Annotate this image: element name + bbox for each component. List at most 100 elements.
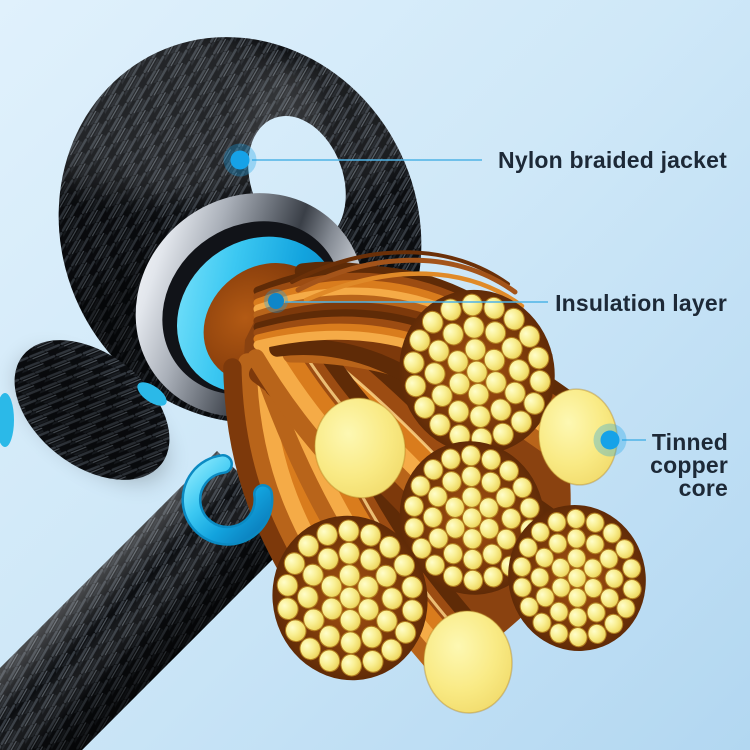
copper-strand	[548, 533, 568, 554]
copper-strand	[297, 585, 319, 609]
copper-strand	[615, 539, 635, 560]
copper-strand	[461, 486, 482, 508]
copper-strand	[421, 310, 444, 334]
copper-strand	[423, 459, 444, 481]
copper-strand	[461, 507, 483, 529]
copper-strand	[483, 566, 504, 588]
copper-strand	[530, 522, 550, 543]
copper-strand	[338, 541, 360, 565]
stranded-copper-core-bundle	[508, 505, 646, 651]
copper-strand	[482, 543, 503, 565]
copper-strand	[549, 601, 569, 622]
copper-strand	[422, 506, 443, 529]
copper-strand	[530, 567, 550, 588]
copper-strand	[297, 534, 320, 558]
copper-strand	[445, 517, 466, 539]
label-tinned-line-2: copper	[650, 452, 728, 478]
copper-strand	[381, 587, 403, 611]
copper-strand	[462, 548, 483, 571]
copper-strand	[376, 609, 398, 633]
copper-strand	[425, 554, 446, 576]
copper-strand	[447, 350, 469, 373]
copper-strand	[567, 587, 587, 608]
copper-strand	[413, 396, 436, 419]
copper-strand	[602, 523, 622, 544]
copper-strand	[566, 508, 586, 529]
copper-strand	[379, 535, 401, 559]
copper-strand	[519, 497, 540, 519]
copper-strand	[587, 623, 607, 644]
copper-strand	[518, 325, 541, 348]
callout-dot-icon	[230, 150, 250, 170]
copper-strand	[461, 465, 482, 488]
copper-strand	[460, 445, 481, 467]
copper-strand	[393, 553, 415, 577]
copper-strand	[338, 564, 361, 588]
copper-strand	[599, 548, 619, 569]
copper-strand	[483, 296, 505, 320]
solid-copper-core	[314, 397, 406, 499]
copper-strand	[492, 422, 514, 446]
copper-strand	[444, 496, 465, 519]
jacket-lower-wedge-graphic	[0, 340, 170, 481]
copper-strand	[463, 315, 485, 339]
copper-strand	[276, 573, 299, 597]
copper-strand	[567, 567, 587, 589]
copper-strand	[508, 359, 530, 382]
copper-strand	[529, 369, 551, 393]
copper-strand	[622, 578, 642, 600]
copper-strand	[496, 528, 517, 550]
copper-strand	[466, 360, 488, 384]
copper-strand	[547, 512, 567, 533]
copper-strand	[320, 575, 343, 598]
copper-strand	[428, 339, 450, 363]
copper-strand	[469, 405, 491, 429]
copper-strand	[583, 558, 603, 579]
copper-strand	[403, 495, 424, 517]
label-tinned-line-3: core	[679, 475, 728, 501]
copper-strand	[462, 528, 483, 550]
callout-dot-icon	[268, 293, 284, 309]
copper-strand	[318, 625, 341, 648]
copper-strand	[429, 413, 451, 437]
copper-strand	[380, 638, 403, 662]
stranded-copper-core-bundle	[399, 441, 545, 595]
copper-strand	[504, 381, 526, 405]
copper-strand	[285, 619, 307, 643]
label-nylon-braided-jacket: Nylon braided jacket	[498, 147, 727, 173]
copper-strand	[463, 569, 484, 591]
solid-copper-core	[538, 388, 618, 486]
copper-strand	[302, 563, 324, 587]
copper-strand	[549, 623, 569, 644]
loose-copper-wire	[290, 250, 510, 286]
copper-strand	[443, 543, 464, 565]
copper-strand	[357, 575, 379, 599]
copper-strand	[501, 507, 522, 530]
copper-strand	[527, 346, 550, 370]
copper-strand	[568, 627, 588, 648]
copper-strand	[512, 577, 532, 598]
copper-strand	[532, 612, 552, 633]
copper-strand	[585, 512, 605, 533]
copper-strand	[410, 475, 431, 497]
copper-strand	[586, 602, 606, 623]
copper-strand	[361, 625, 383, 649]
solid-copper-core	[423, 610, 513, 714]
copper-strand	[403, 351, 425, 375]
copper-strand	[404, 517, 425, 539]
copper-strand	[448, 372, 471, 396]
copper-strand	[321, 597, 343, 621]
copper-strand	[401, 575, 423, 599]
copper-strand	[512, 476, 533, 499]
copper-strand	[501, 336, 523, 360]
copper-strand	[375, 564, 397, 588]
copper-strand	[299, 637, 321, 661]
copper-strand	[359, 548, 382, 571]
copper-strand	[490, 398, 512, 422]
copper-strand	[600, 588, 620, 609]
tinned-copper-core-bundles	[272, 289, 646, 714]
copper-strand	[512, 556, 532, 578]
copper-strand	[485, 371, 507, 394]
copper-strand	[357, 598, 380, 621]
